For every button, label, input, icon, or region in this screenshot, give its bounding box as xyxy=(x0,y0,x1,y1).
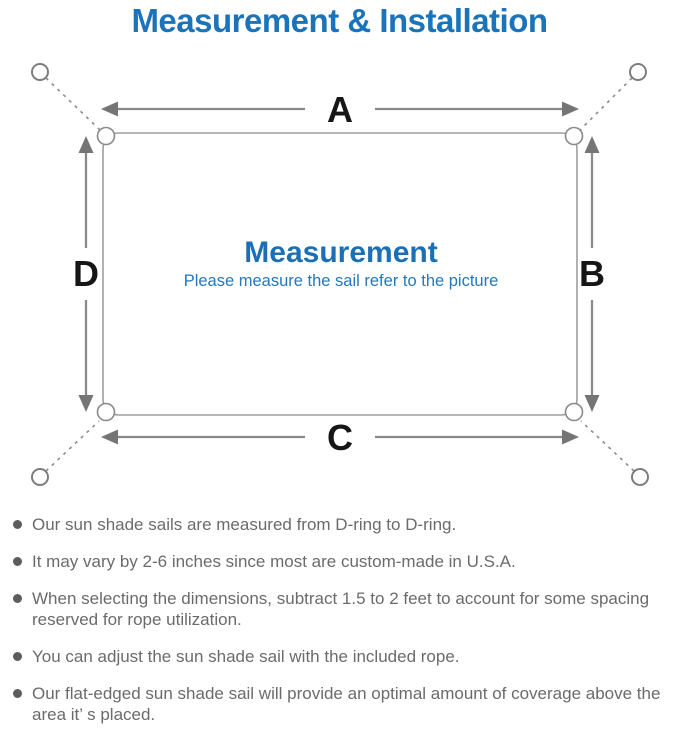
anchor-point-bottom-right-icon xyxy=(631,467,649,486)
arrowhead-right-icon xyxy=(562,101,579,117)
diagram-center-subtitle: Please measure the sail refer to the pic… xyxy=(184,272,499,290)
dimension-label-b: B xyxy=(579,253,605,294)
arrowhead-up-icon xyxy=(584,135,600,153)
dimension-label-d: D xyxy=(73,253,99,294)
note-text: Our flat-edged sun shade sail will provi… xyxy=(32,683,661,724)
arrowhead-left-icon xyxy=(101,101,118,117)
d-ring-bottom-left-icon xyxy=(96,402,116,422)
notes-list: Our sun shade sails are measured from D-… xyxy=(0,500,679,725)
note-text: You can adjust the sun shade sail with t… xyxy=(32,646,460,666)
dashed-rope-top-right-icon xyxy=(579,77,633,131)
list-item: Our flat-edged sun shade sail will provi… xyxy=(13,683,669,725)
anchor-points xyxy=(31,62,649,486)
d-ring-top-right-icon xyxy=(564,126,584,146)
anchor-point-top-right-icon xyxy=(629,62,647,81)
bullet-icon xyxy=(13,688,22,698)
anchor-point-bottom-left-icon xyxy=(31,467,49,486)
dimension-arrow-c: C xyxy=(101,417,579,458)
anchor-point-top-left-icon xyxy=(31,62,49,81)
dashed-rope-bottom-right-icon xyxy=(580,420,635,472)
arrowhead-right-icon xyxy=(562,429,579,445)
d-ring-bottom-right-icon xyxy=(564,402,584,422)
bullet-icon xyxy=(13,651,22,661)
dimension-label-a: A xyxy=(327,89,353,130)
arrowhead-down-icon xyxy=(584,394,600,412)
dimension-arrow-b: B xyxy=(579,135,605,412)
note-text: It may vary by 2-6 inches since most are… xyxy=(32,551,516,571)
page-title: Measurement & Installation xyxy=(131,2,548,39)
arrowhead-up-icon xyxy=(78,135,94,153)
list-item: It may vary by 2-6 inches since most are… xyxy=(13,551,669,572)
bullet-icon xyxy=(13,593,22,603)
list-item: You can adjust the sun shade sail with t… xyxy=(13,646,669,667)
note-text: Our sun shade sails are measured from D-… xyxy=(32,514,457,534)
measurement-diagram: A C D B Measurement Please meas xyxy=(31,62,649,486)
dimension-label-c: C xyxy=(327,417,353,458)
d-rings xyxy=(96,126,584,422)
dimension-arrow-a: A xyxy=(101,89,579,130)
shade-sail-outline xyxy=(102,132,578,416)
list-item: When selecting the dimensions, subtract … xyxy=(13,588,669,630)
note-text: When selecting the dimensions, subtract … xyxy=(32,588,650,629)
d-ring-top-left-icon xyxy=(96,126,116,146)
arrowhead-left-icon xyxy=(101,429,118,445)
dimension-arrow-d: D xyxy=(73,135,99,412)
bullet-icon xyxy=(13,519,22,529)
dashed-rope-top-left-icon xyxy=(45,77,101,131)
bullet-icon xyxy=(13,556,22,566)
diagram-center-title: Measurement xyxy=(244,236,437,269)
arrowhead-down-icon xyxy=(78,394,94,412)
list-item: Our sun shade sails are measured from D-… xyxy=(13,514,669,535)
dashed-rope-bottom-left-icon xyxy=(45,420,100,472)
